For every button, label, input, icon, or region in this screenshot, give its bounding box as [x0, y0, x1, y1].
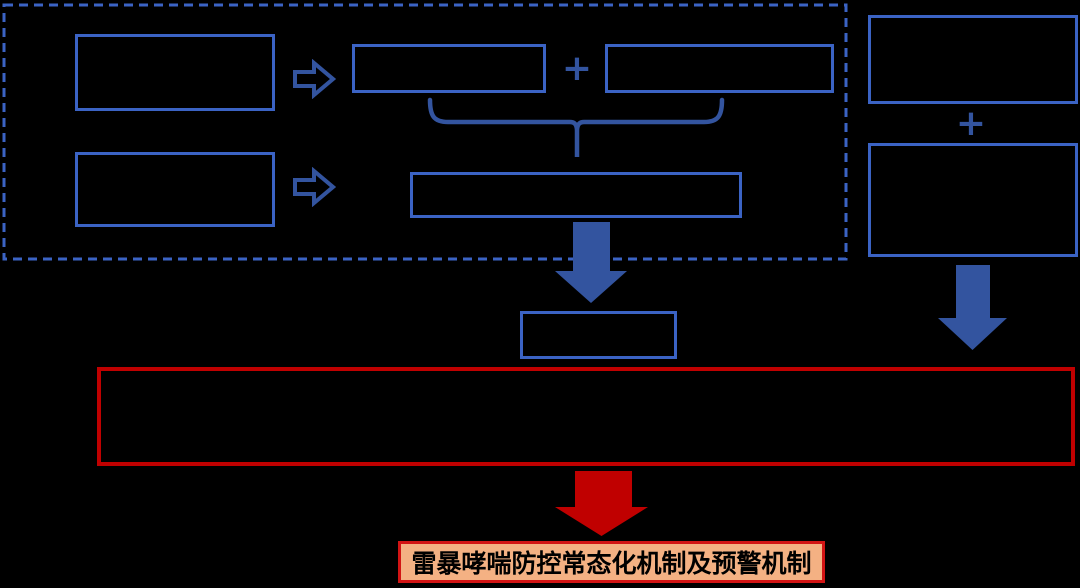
group-box-top-left: [75, 34, 275, 111]
down-arrow-icon-main: [555, 222, 627, 303]
curly-brace-icon: [427, 97, 725, 157]
plus-sign-left: +: [561, 48, 593, 89]
highlight-red-box: [97, 367, 1075, 466]
right-block-arrow-icon-bottom: [293, 167, 336, 207]
dashed-group-outline: [2, 3, 848, 261]
red-down-arrow-icon: [555, 471, 648, 536]
intermediate-box: [520, 311, 677, 359]
right-block-arrow-icon-top: [293, 59, 336, 99]
final-label-text: 雷暴哮喘防控常态化机制及预警机制: [411, 549, 812, 578]
down-arrow-icon-side: [938, 265, 1007, 350]
group-box-bottom-left: [75, 152, 275, 227]
side-box-top: [868, 15, 1078, 104]
group-merged-box: [410, 172, 742, 218]
group-box-mid-left: [352, 44, 546, 93]
side-box-bottom: [868, 143, 1078, 257]
plus-sign-right: +: [955, 103, 987, 144]
group-box-mid-right: [605, 44, 834, 93]
final-label-box: 雷暴哮喘防控常态化机制及预警机制: [398, 541, 825, 583]
